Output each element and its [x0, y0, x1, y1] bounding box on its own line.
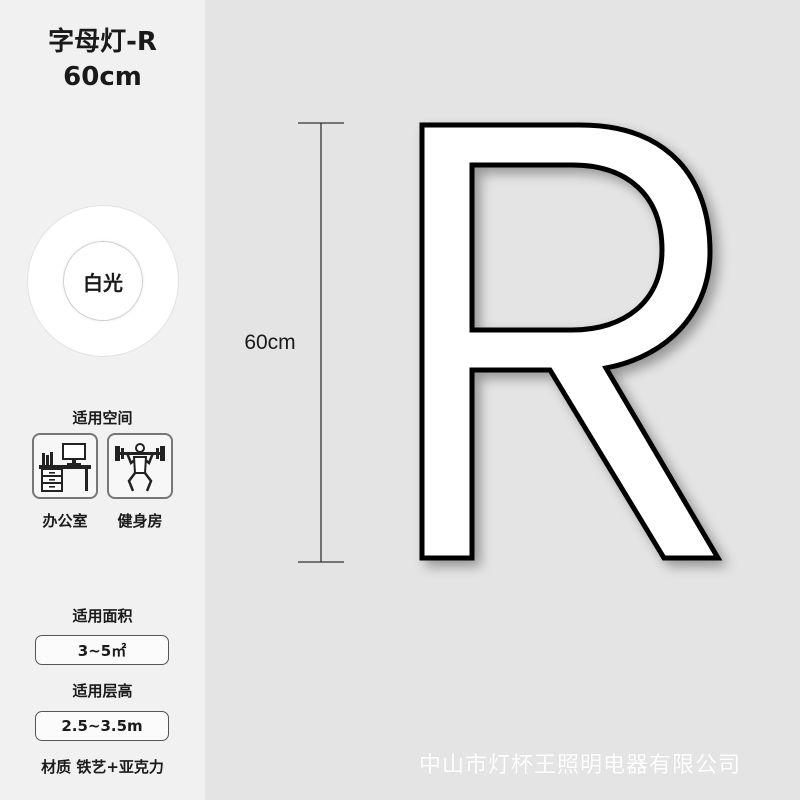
gym-weightlifter-icon — [107, 433, 173, 499]
company-watermark: 中山市灯杯王照明电器有限公司 — [418, 753, 741, 778]
height-value: 2.5~3.5m — [35, 711, 169, 741]
height-dimension-line — [298, 122, 344, 563]
height-heading: 适用层高 — [72, 682, 133, 700]
spec-sidebar: 字母灯-R 60cm 白光 适用空间 — [0, 0, 205, 800]
spaces-heading: 适用空间 — [72, 409, 133, 427]
letter-r-lamp — [419, 122, 723, 561]
product-title: 字母灯-R — [48, 27, 157, 57]
material-spec: 材质 铁艺+亚克力 — [41, 758, 164, 776]
light-color-badge: 白光 — [63, 241, 143, 321]
office-desk-icon — [32, 433, 98, 499]
area-value: 3~5㎡ — [35, 635, 169, 665]
space-label-gym: 健身房 — [117, 512, 163, 530]
space-label-office: 办公室 — [42, 512, 88, 530]
product-size: 60cm — [63, 62, 142, 92]
dimension-label: 60cm — [244, 331, 296, 354]
area-heading: 适用面积 — [72, 607, 133, 625]
